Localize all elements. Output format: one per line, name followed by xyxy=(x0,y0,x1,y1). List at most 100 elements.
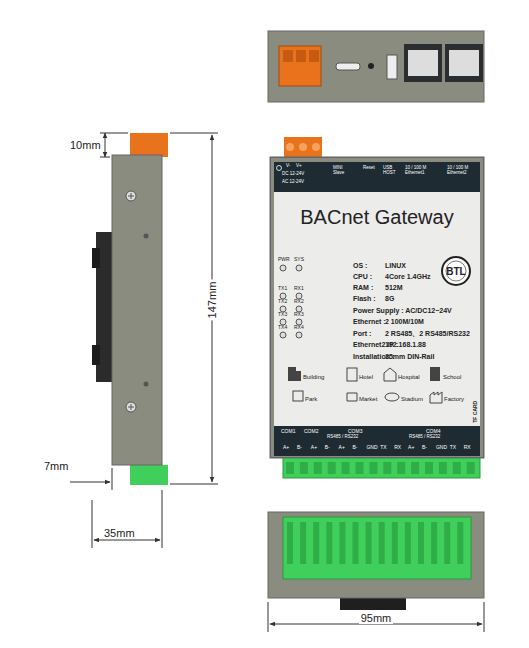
bottom-view xyxy=(268,512,484,610)
terminal-slot xyxy=(339,522,345,564)
pin-name: A+ xyxy=(339,445,345,451)
part-label: COM2 xyxy=(304,429,318,435)
slot-label: TF CARD xyxy=(473,401,479,423)
application-icon-label: Market xyxy=(359,396,377,403)
spec-text: 2 100M/10M xyxy=(385,318,424,326)
terminal-slot xyxy=(300,462,308,474)
dimension: 7mm xyxy=(44,460,68,472)
pin-name: B- xyxy=(422,445,427,451)
pin-name: RX xyxy=(394,445,401,451)
pin-name: A+ xyxy=(311,445,317,451)
part-label: RX1 xyxy=(294,286,304,292)
terminal-slot xyxy=(366,522,372,564)
pin-name: B- xyxy=(325,445,330,451)
part-label: PWR xyxy=(278,257,290,263)
terminal-slot xyxy=(431,522,437,564)
terminal-slot xyxy=(425,462,433,474)
terminal-slot xyxy=(287,522,293,564)
pin-name: GND xyxy=(436,445,447,451)
part-label: COM3 xyxy=(348,429,362,435)
part-label: RS485 / RS232 xyxy=(327,435,358,440)
part-label: Reset xyxy=(363,166,375,171)
dimension: 35mm xyxy=(104,527,135,539)
terminal-slot xyxy=(369,462,377,474)
terminal-slot xyxy=(342,462,350,474)
terminal-slot xyxy=(326,522,332,564)
spec-text: CPU : xyxy=(353,273,372,281)
led xyxy=(296,265,302,271)
spec-text: 4Core 1.4GHz xyxy=(385,273,431,281)
terminal-slot xyxy=(457,522,463,564)
terminal-slot xyxy=(392,522,398,564)
part-label: TX1 xyxy=(278,286,287,292)
terminal-slot xyxy=(411,462,419,474)
pin-name: B- xyxy=(297,445,302,451)
spec-text: RAM : xyxy=(353,284,373,292)
side-view xyxy=(92,133,168,485)
terminal-slot xyxy=(467,462,475,474)
part-label: RX4 xyxy=(294,325,304,331)
terminal-slot xyxy=(405,522,411,564)
part-label: 10 / 100 M Ethernet1 xyxy=(405,166,441,176)
spec-text: 8G xyxy=(385,295,394,303)
spec-text: 35mm DIN-Rail xyxy=(385,353,434,361)
terminal-slot xyxy=(379,522,385,564)
spec-text: 512M xyxy=(385,284,403,292)
application-icon-label: Hotel xyxy=(359,374,373,381)
terminal-slot xyxy=(439,462,447,474)
spec-text: Flash : xyxy=(353,295,376,303)
application-icon-label: Stadium xyxy=(401,396,423,403)
spec-text: Power Supply : AC/DC12~24V xyxy=(353,307,452,315)
spec-text: 2 RS485、2 RS485/RS232 xyxy=(385,330,470,338)
spec-text: 192.168.1.88 xyxy=(385,341,426,349)
terminal-slot xyxy=(418,522,424,564)
application-icon-label: Park xyxy=(305,396,317,403)
application-icon-label: Building xyxy=(303,374,324,381)
dimension-lines xyxy=(70,133,484,632)
part-label: RX2 xyxy=(294,299,304,305)
led xyxy=(280,332,286,338)
terminal-slot xyxy=(453,462,461,474)
terminal-slot xyxy=(444,522,450,564)
terminal-slot xyxy=(313,522,319,564)
spec-text: Ethernet : xyxy=(353,318,386,326)
pin-name: B- xyxy=(353,445,358,451)
part-label: RX3 xyxy=(294,312,304,318)
pin-name: TX xyxy=(450,445,456,451)
terminal-slot xyxy=(328,462,336,474)
led xyxy=(280,265,286,271)
dimension: 95mm xyxy=(359,612,394,624)
part-label: DC 12-24V xyxy=(282,172,304,177)
part-label: TX3 xyxy=(278,312,287,318)
pin-name: GND xyxy=(366,445,377,451)
terminal-slot xyxy=(397,462,405,474)
terminal-slot xyxy=(314,462,322,474)
pin-name: RX xyxy=(464,445,471,451)
application-icon-label: School xyxy=(443,374,461,381)
application-icon-label: Hospital xyxy=(398,374,420,381)
terminal-slot xyxy=(356,462,364,474)
spec-text: LINUX xyxy=(385,262,406,270)
terminal-slot xyxy=(353,522,359,564)
part-label: TX4 xyxy=(278,325,287,331)
part-label: COM4 xyxy=(426,429,440,435)
part-label: MINI Slave xyxy=(333,166,353,176)
dimension: 10mm xyxy=(70,139,101,151)
spec-text: Port : xyxy=(353,330,371,338)
terminal-slot xyxy=(300,522,306,564)
pin-name: A+ xyxy=(408,445,414,451)
terminal-slot xyxy=(383,462,391,474)
front-view xyxy=(270,137,484,478)
spec-text: OS : xyxy=(353,262,367,270)
part-label: TX2 xyxy=(278,299,287,305)
terminal-slot xyxy=(286,462,294,474)
dimension: 147mm xyxy=(206,280,218,321)
part-label: AC 12-24V xyxy=(282,180,304,185)
part-label: USB HOST xyxy=(383,166,401,176)
part-label: V- xyxy=(286,164,290,169)
application-icon-label: Factory xyxy=(444,396,464,403)
pin-name: TX xyxy=(380,445,386,451)
pin-name: A+ xyxy=(283,445,289,451)
btl-logo: BTL xyxy=(446,266,465,277)
